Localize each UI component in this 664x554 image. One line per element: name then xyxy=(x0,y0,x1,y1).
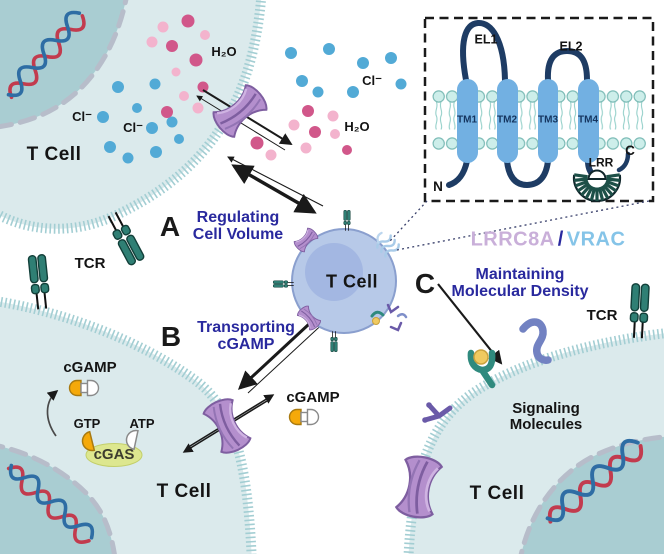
cgamp-capsule-icon xyxy=(288,408,320,426)
cgamp-exported-label: cGAMP xyxy=(286,389,340,407)
nucleus xyxy=(305,243,363,301)
el1-label: EL1 xyxy=(474,32,498,47)
slash: / xyxy=(557,228,564,251)
panel-b-title: Transporting cGAMP xyxy=(197,319,295,354)
cgas-enzyme xyxy=(85,443,143,467)
tcr-label: TCR xyxy=(74,255,106,273)
vrac-label: VRAC xyxy=(566,228,626,251)
cell-label-bottom-left: T Cell xyxy=(156,480,212,502)
gtp-pill-icon xyxy=(81,430,96,452)
panel-c-line2: Molecular Density xyxy=(451,283,589,300)
nuclear-envelope xyxy=(0,0,129,130)
mini-lrrc8a-topology-icon xyxy=(376,231,400,258)
topology-inset xyxy=(423,16,655,203)
el2-loop xyxy=(544,47,590,83)
cell-label-center: T Cell xyxy=(325,271,379,292)
cell-label-bottom-right: T Cell xyxy=(469,482,525,504)
tcr-receptor-icon xyxy=(103,209,146,267)
panel-c-arrow xyxy=(437,283,503,365)
callout-line xyxy=(389,200,428,242)
chloride-ions-intracellular xyxy=(97,78,184,164)
n-terminus-label: N xyxy=(433,178,443,194)
nuclear-envelope xyxy=(0,443,117,554)
tcr-receptor-icon xyxy=(628,282,651,340)
mini-tcr-icon xyxy=(330,330,338,353)
cgas-pathway xyxy=(68,379,320,467)
signaling-line2: Molecules xyxy=(509,416,583,433)
cell-label-top-left: T Cell xyxy=(26,143,82,165)
panel-b-letter: B xyxy=(160,321,182,353)
tcr-label: TCR xyxy=(586,307,618,325)
tcr-receptor-icon xyxy=(27,253,52,311)
water-label-extracellular: H₂O xyxy=(344,119,370,135)
chloride-ions-extracellular xyxy=(285,43,407,98)
callout-line xyxy=(396,200,650,251)
cgas-label: cGAS xyxy=(93,446,135,464)
el1-loop xyxy=(460,20,508,83)
lrr-label: LRR xyxy=(588,155,614,170)
signaling-molecule-cluster-icon xyxy=(370,303,408,332)
cell-center xyxy=(272,209,408,353)
nuclear-envelope xyxy=(518,434,664,554)
lrrc8a-label: LRRC8A xyxy=(470,228,555,251)
callout-lines xyxy=(389,200,650,251)
signaling-molecules-label: Signaling Molecules xyxy=(510,401,583,433)
signaling-molecules xyxy=(422,318,552,423)
mini-tcr-icon xyxy=(343,209,351,232)
ligand-icon xyxy=(473,349,489,365)
tm4-helix xyxy=(578,79,599,163)
chloride-label-extracellular: Cl⁻ xyxy=(362,73,382,89)
panel-b-line1: Transporting xyxy=(197,319,295,337)
water-molecules-extracellular xyxy=(250,105,352,161)
gtp-label: GTP xyxy=(73,416,101,432)
mini-tcr-icon xyxy=(272,280,295,288)
n-terminus-tail xyxy=(446,158,470,188)
cgamp-label: cGAMP xyxy=(63,359,117,377)
panel-a-line2: Cell Volume xyxy=(192,226,284,243)
tm3-helix xyxy=(538,79,558,163)
nucleus xyxy=(0,0,126,127)
lrr-domain-icon xyxy=(572,169,622,202)
tm1-helix xyxy=(457,79,478,163)
tm1-label: TM1 xyxy=(457,114,477,126)
cell-bottom-right xyxy=(403,328,664,554)
receptor-icon xyxy=(467,349,496,389)
atp-pill-icon xyxy=(125,429,139,451)
membrane-protein-icon xyxy=(519,318,552,364)
water-molecules-intracellular xyxy=(146,14,210,118)
chloride-label: Cl⁻ xyxy=(72,109,92,125)
intracellular-loop xyxy=(504,158,551,189)
tm3-label: TM3 xyxy=(538,114,558,126)
panel-b-line2: cGAMP xyxy=(217,336,275,353)
signaling-line1: Signaling xyxy=(512,400,580,418)
el2-label: EL2 xyxy=(559,39,583,54)
cell-membrane xyxy=(0,296,257,554)
panel-a-title: Regulating Cell Volume xyxy=(192,209,284,244)
panel-a-letter: A xyxy=(159,211,181,243)
panel-a-line1: Regulating xyxy=(196,209,280,227)
water-label: H₂O xyxy=(211,44,237,60)
panel-c-line1: Maintaining xyxy=(475,266,565,284)
tm4-label: TM4 xyxy=(578,114,598,126)
cell-bottom-left xyxy=(0,296,257,554)
tm2-helix xyxy=(497,79,518,163)
panel-c-letter: C xyxy=(414,268,436,300)
cgas-product-arrow xyxy=(46,389,59,437)
c-terminus-tail xyxy=(616,151,631,173)
tm2-label: TM2 xyxy=(497,114,517,126)
nucleus xyxy=(521,436,664,554)
complex-label: LRRC8A/VRAC xyxy=(471,229,626,250)
panel-c-title: Maintaining Molecular Density xyxy=(451,266,589,301)
exchange-arrow-thin xyxy=(227,156,324,207)
cell-membrane xyxy=(0,0,267,234)
exchange-arrow xyxy=(231,164,317,214)
atp-label: ATP xyxy=(129,416,155,432)
chloride-label: Cl⁻ xyxy=(123,120,143,136)
c-terminus-label: C xyxy=(625,142,635,158)
